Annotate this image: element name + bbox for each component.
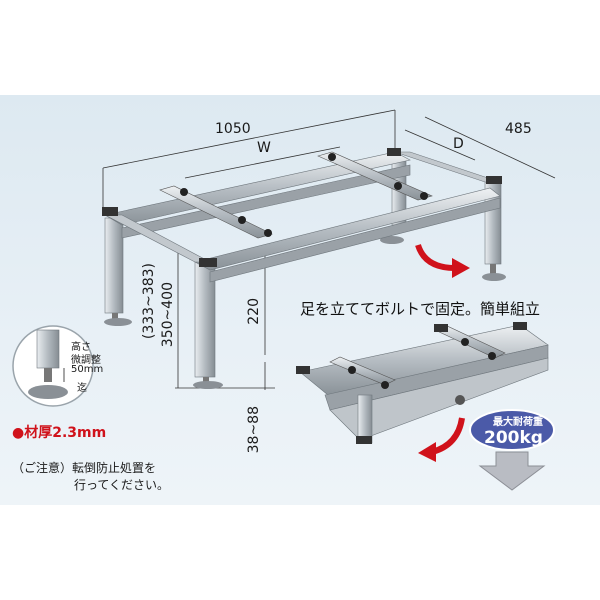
load-badge bbox=[469, 409, 555, 491]
adjuster-text-2: 微調整 bbox=[71, 355, 101, 366]
dimension-frame-height: 220 bbox=[246, 298, 262, 325]
red-arrow-icon bbox=[418, 417, 465, 462]
dimension-leg-range-2: 350~400 bbox=[160, 282, 176, 348]
dimension-width-label: W bbox=[257, 140, 271, 156]
adjuster-text-1: 高さ bbox=[71, 342, 91, 353]
caution-note-line-1: （ご注意）転倒防止処置を bbox=[12, 461, 157, 475]
caution-note-line-2: 行ってください。 bbox=[74, 478, 170, 492]
stand-assembled bbox=[102, 148, 506, 389]
red-arrow-icon bbox=[415, 243, 470, 278]
dimension-length: 1050 bbox=[215, 121, 251, 137]
material-thickness: ●材厚2.3mm bbox=[12, 425, 107, 441]
adjuster-text-3: 50mm bbox=[71, 364, 104, 375]
load-badge-value: 200kg bbox=[484, 428, 543, 448]
dimension-leg-range: (333~383) bbox=[141, 263, 157, 340]
adjuster-text-4: 迄 bbox=[77, 383, 87, 394]
stand-folded bbox=[296, 322, 549, 444]
assembly-caption: 足を立ててボルトで固定。簡単組立 bbox=[300, 300, 541, 318]
dimension-depth-label: D bbox=[453, 136, 464, 152]
load-badge-label: 最大耐荷重 bbox=[493, 417, 543, 428]
height-adjuster-detail bbox=[12, 325, 94, 407]
dimension-depth: 485 bbox=[505, 121, 532, 137]
dimension-foot-range: 38~88 bbox=[246, 406, 262, 454]
